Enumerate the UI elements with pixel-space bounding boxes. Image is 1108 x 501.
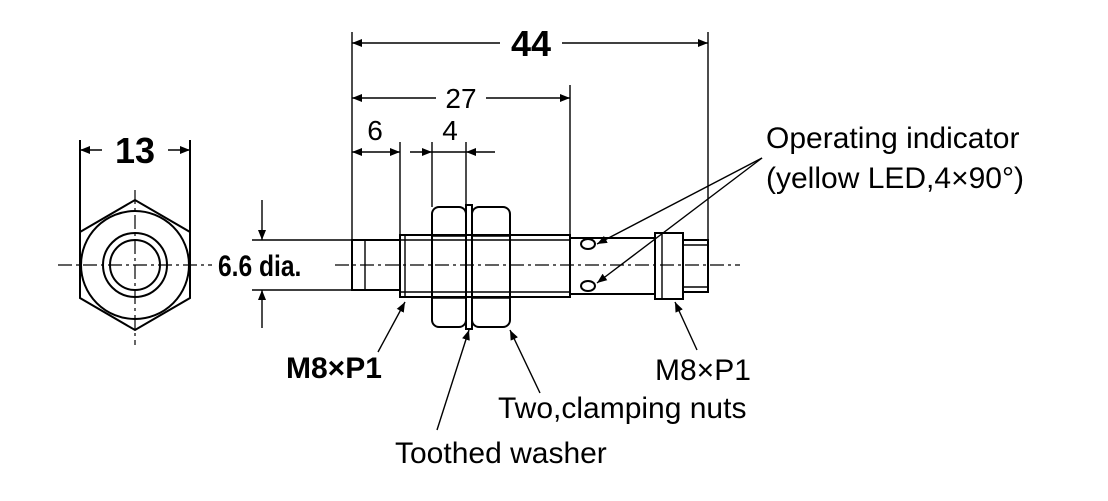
threaded-body: [399, 234, 571, 298]
thread-length-label: 27: [445, 83, 476, 114]
head-length-label: 6: [367, 115, 383, 146]
length-dimensions: 44 27 6 4 6.6 dia.: [218, 23, 709, 328]
head-diameter-label: 6.6 dia.: [218, 249, 301, 283]
end-view: 13: [58, 130, 212, 345]
nut-thickness-label: 4: [442, 115, 458, 146]
connector-thread-leader: [674, 301, 698, 351]
overall-length-label: 44: [511, 23, 551, 64]
clamping-nut-2: [471, 206, 511, 328]
nuts-leader: [509, 329, 541, 394]
led-window-bottom: [580, 280, 596, 292]
callouts: M8×P1 Toothed washer Two,clamping nuts M…: [286, 122, 1024, 470]
indicator-label-line1: Operating indicator: [766, 122, 1019, 155]
connector-thread-label: M8×P1: [655, 354, 751, 387]
washer-leader: [436, 329, 470, 431]
front-thread-label: M8×P1: [286, 352, 382, 385]
indicator-leader-bottom: [596, 157, 763, 284]
washer-label: Toothed washer: [395, 437, 607, 470]
clamping-nut-1: [431, 206, 467, 328]
led-window-top: [580, 238, 596, 250]
nuts-label: Two,clamping nuts: [498, 392, 746, 425]
indicator-leader-top: [596, 157, 763, 245]
thread-inner-circle: [109, 239, 161, 291]
side-view: [335, 204, 740, 330]
front-thread-leader: [377, 301, 406, 353]
nut-bore-circle: [80, 210, 190, 320]
hex-nut-outline: [79, 198, 191, 332]
indicator-label-line2: (yellow LED,4×90°): [766, 162, 1024, 195]
connector-body: [654, 232, 684, 300]
hex-width-label: 13: [115, 130, 155, 171]
connector-thread: [682, 239, 709, 293]
thread-outer-circle: [102, 232, 168, 298]
